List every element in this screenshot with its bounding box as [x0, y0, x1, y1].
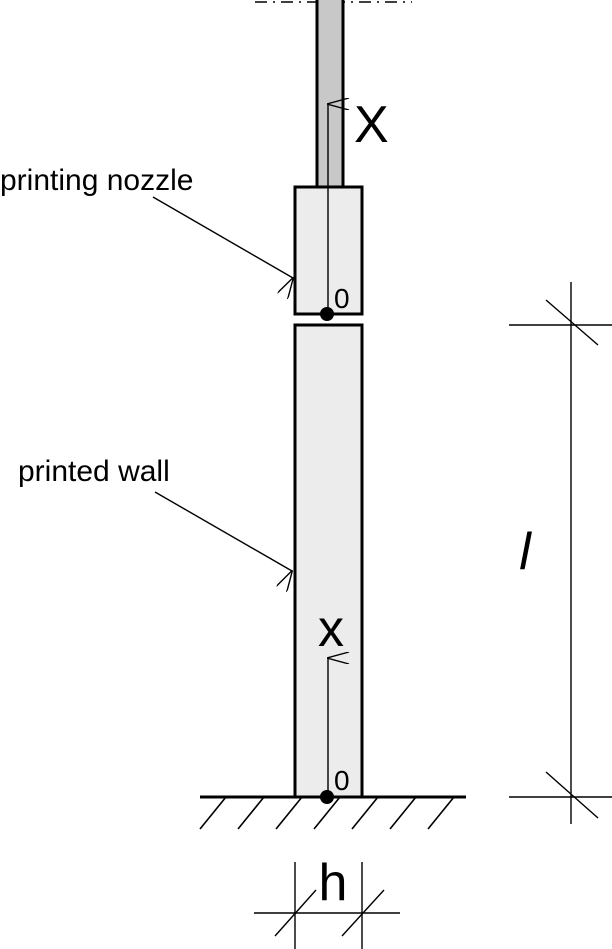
- wall-leader-line: [154, 491, 292, 571]
- feed-rod: [255, 0, 412, 190]
- ground-hatching: [199, 796, 455, 830]
- feed-rod-body: [315, 0, 345, 190]
- length-tick-top: [545, 299, 599, 346]
- width-label: h: [319, 854, 348, 912]
- nozzle-origin-label: 0: [334, 283, 350, 314]
- nozzle-callout-label: printing nozzle: [0, 164, 193, 197]
- ground: [199, 795, 466, 830]
- wall-origin-label: 0: [334, 765, 350, 796]
- length-label: l: [519, 523, 532, 581]
- width-tick-right: [341, 889, 385, 937]
- length-dimension: [509, 282, 612, 824]
- wall-axis-label: x: [318, 600, 344, 658]
- nozzle-leader-line: [152, 196, 293, 278]
- wall-callout-label: printed wall: [18, 455, 170, 488]
- width-tick-left: [274, 889, 317, 937]
- nozzle-axis-label: X: [354, 96, 389, 154]
- nozzle-origin-dot: [320, 307, 334, 321]
- width-dimension: [254, 862, 400, 949]
- length-tick-bottom: [545, 771, 599, 819]
